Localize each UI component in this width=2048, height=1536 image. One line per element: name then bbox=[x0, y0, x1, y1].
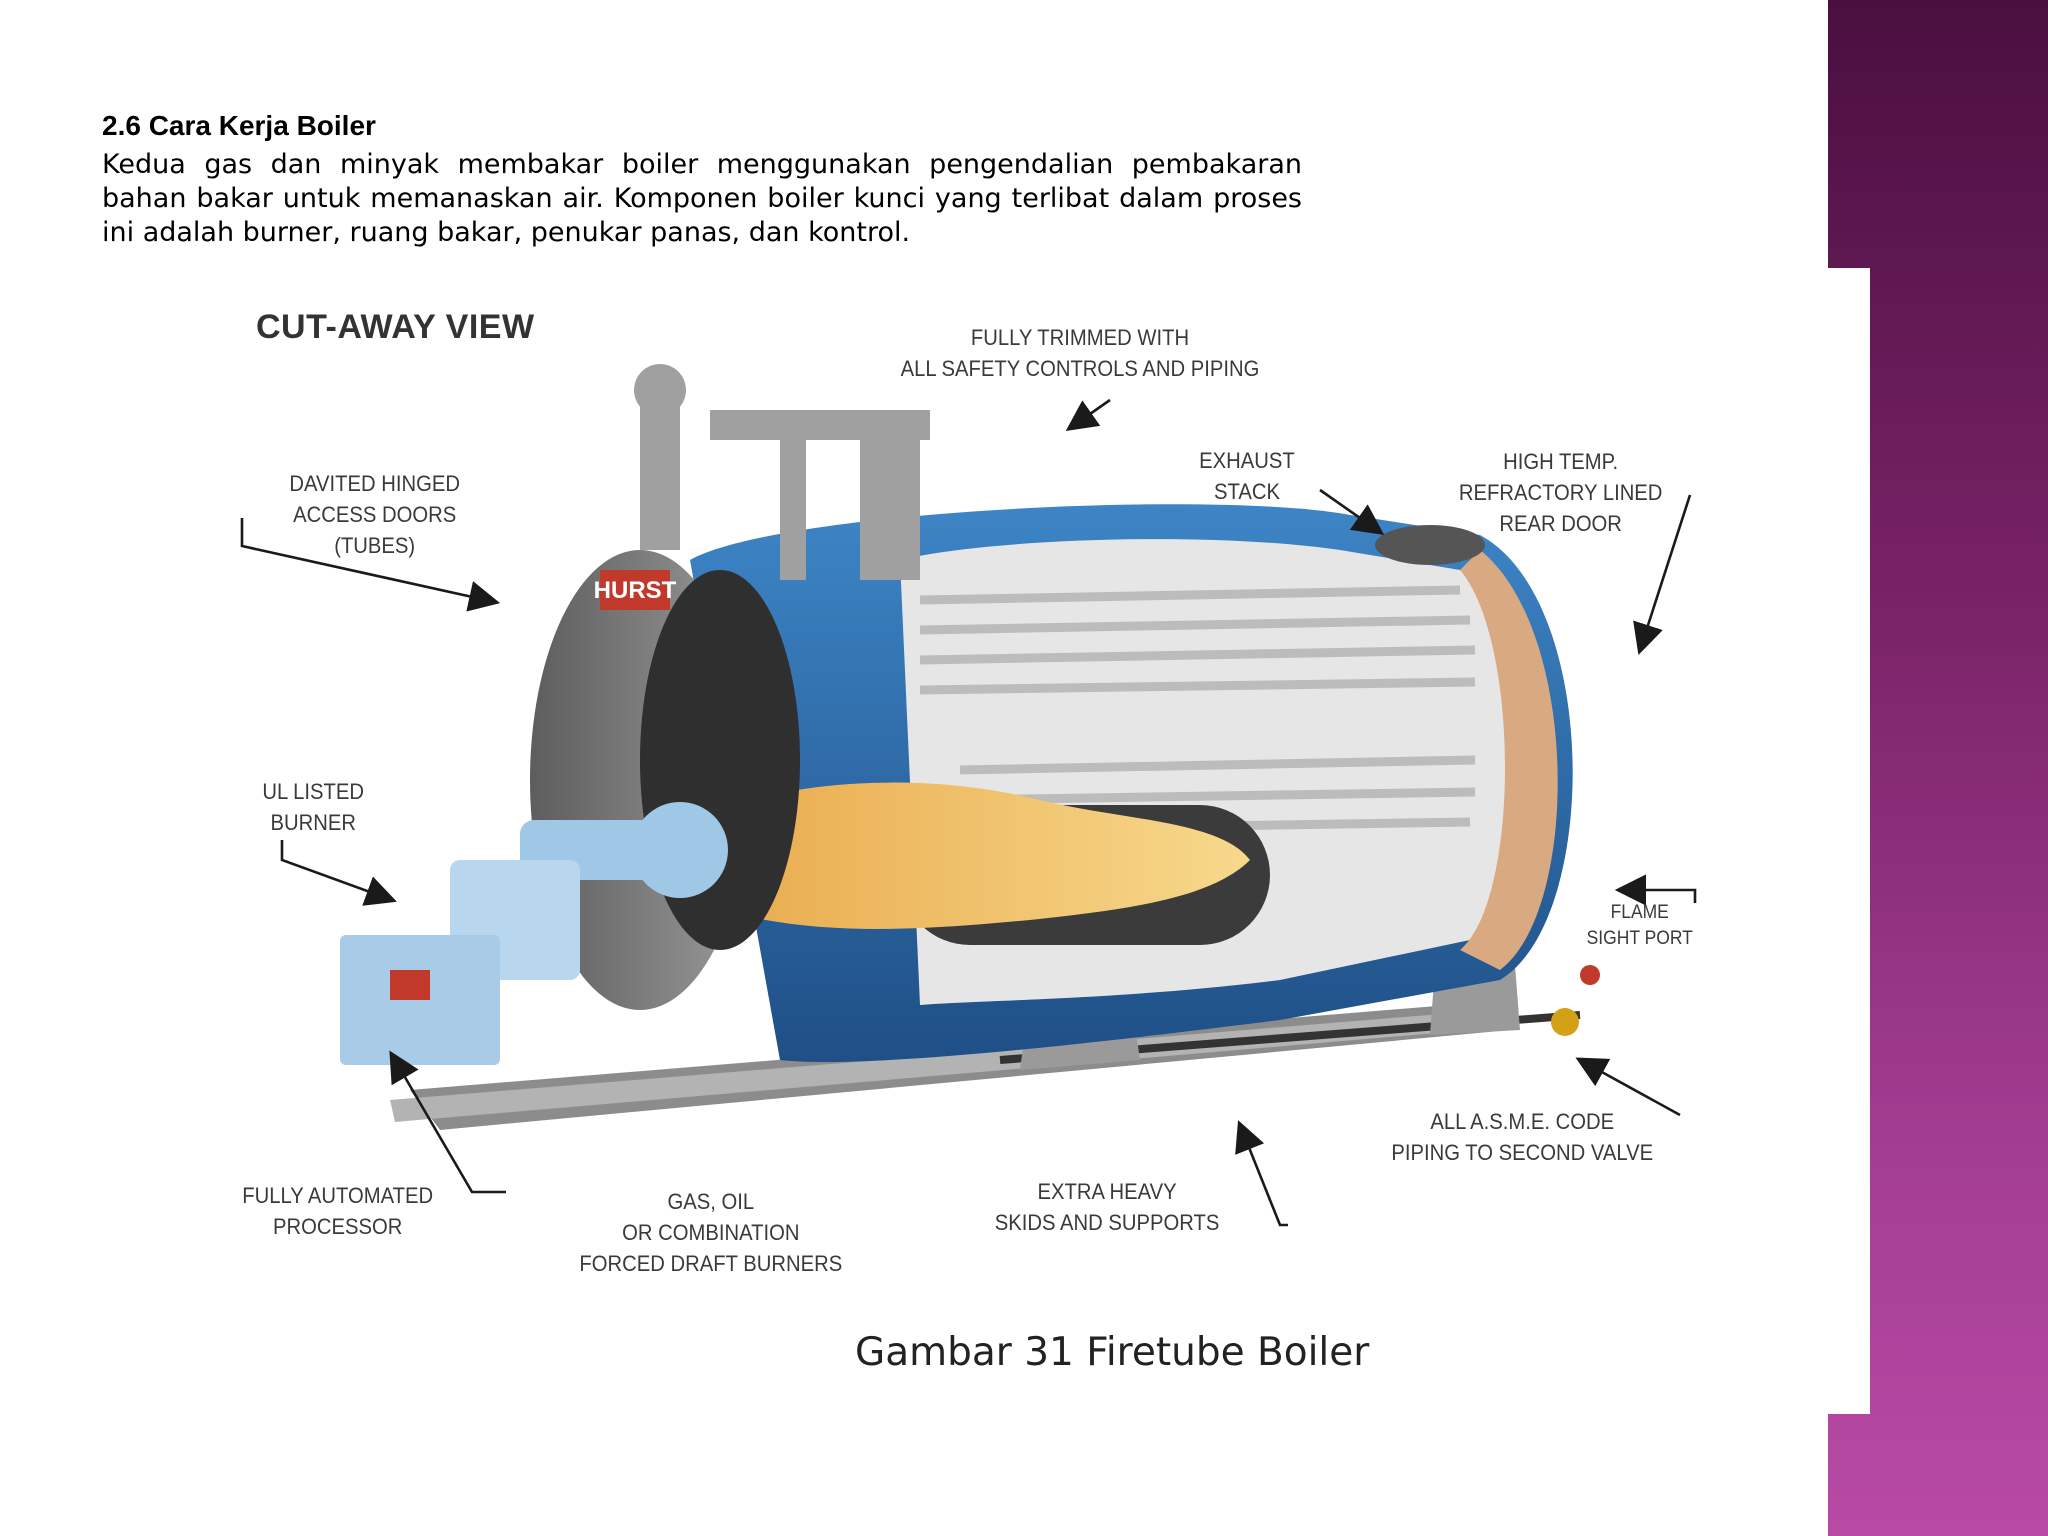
automated-processor bbox=[340, 935, 500, 1065]
section-heading: 2.6 Cara Kerja Boiler bbox=[102, 110, 376, 141]
callout-line: REFRACTORY LINED bbox=[1458, 480, 1663, 505]
brand-plate bbox=[600, 570, 670, 610]
callout-line: FULLY TRIMMED WITH bbox=[970, 325, 1190, 350]
brand-mark: HURST bbox=[594, 577, 677, 604]
piping-valve bbox=[1551, 1008, 1579, 1036]
callout-line: FORCED DRAFT BURNERS bbox=[579, 1251, 843, 1276]
callout-line: DAVITED HINGED bbox=[289, 471, 460, 496]
callout-line: ALL A.S.M.E. CODE bbox=[1430, 1109, 1615, 1134]
callout-line: PIPING TO SECOND VALVE bbox=[1391, 1140, 1654, 1165]
callout-skids: EXTRA HEAVY SKIDS AND SUPPORTS bbox=[995, 1176, 1220, 1238]
flame-sight-port bbox=[1580, 965, 1600, 985]
safety-controls-piping bbox=[634, 364, 930, 580]
callout-line: SKIDS AND SUPPORTS bbox=[994, 1210, 1220, 1235]
callout-line: UL LISTED bbox=[262, 779, 365, 804]
callout-line: STACK bbox=[1213, 479, 1280, 504]
figure-caption: Gambar 31 Firetube Boiler bbox=[855, 1330, 1370, 1375]
callout-line: HIGH TEMP. bbox=[1503, 449, 1619, 474]
callout-rear-door: HIGH TEMP. REFRACTORY LINED REAR DOOR bbox=[1459, 446, 1663, 539]
callout-access-doors: DAVITED HINGED ACCESS DOORS (TUBES) bbox=[289, 468, 460, 561]
callout-line: BURNER bbox=[270, 810, 356, 835]
refractory-rear-door bbox=[1460, 550, 1558, 970]
callout-burner: UL LISTED BURNER bbox=[262, 776, 364, 838]
view-title: CUT-AWAY VIEW bbox=[256, 308, 535, 346]
callout-processor: FULLY AUTOMATED PROCESSOR bbox=[242, 1180, 433, 1242]
callout-exhaust-stack: EXHAUST STACK bbox=[1199, 445, 1295, 507]
callout-line: OR COMBINATION bbox=[622, 1220, 800, 1245]
callout-leaders bbox=[240, 398, 1697, 1227]
callout-line: ALL SAFETY CONTROLS AND PIPING bbox=[900, 356, 1260, 381]
callout-forced-draft: GAS, OIL OR COMBINATION FORCED DRAFT BUR… bbox=[579, 1186, 842, 1279]
callout-fully-trimmed: FULLY TRIMMED WITH ALL SAFETY CONTROLS A… bbox=[901, 322, 1260, 384]
callout-line: EXHAUST bbox=[1199, 448, 1295, 473]
exhaust-stack bbox=[1375, 525, 1485, 565]
callout-line: (TUBES) bbox=[334, 533, 416, 558]
boiler-illustration: HURST bbox=[240, 364, 1697, 1227]
callout-line: GAS, OIL bbox=[667, 1189, 755, 1214]
callout-line: ACCESS DOORS bbox=[293, 502, 457, 527]
callout-sight-port: FLAME SIGHT PORT bbox=[1587, 900, 1693, 952]
callout-line: SIGHT PORT bbox=[1586, 928, 1693, 949]
boiler-cutaway-figure: HURST bbox=[220, 300, 1720, 1310]
section-body-text: Kedua gas dan minyak membakar boiler men… bbox=[102, 149, 1302, 248]
callout-line: REAR DOOR bbox=[1499, 511, 1622, 536]
callout-line: PROCESSOR bbox=[273, 1214, 403, 1239]
callout-line: FLAME bbox=[1610, 902, 1669, 923]
callout-asme-piping: ALL A.S.M.E. CODE PIPING TO SECOND VALVE bbox=[1391, 1106, 1653, 1168]
callout-line: EXTRA HEAVY bbox=[1037, 1179, 1177, 1204]
burner-flame bbox=[690, 782, 1250, 929]
callout-line: FULLY AUTOMATED bbox=[242, 1183, 434, 1208]
